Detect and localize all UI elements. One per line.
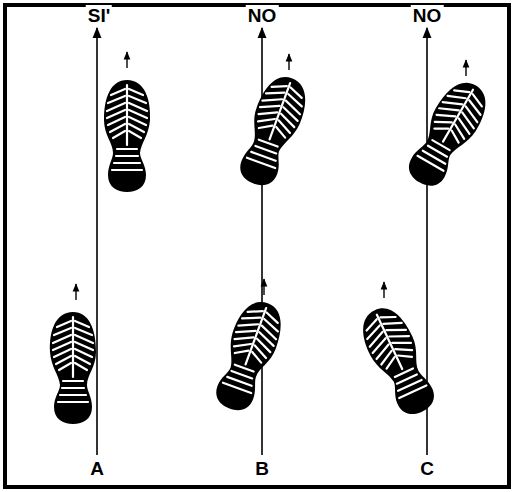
panel-letter: B (253, 458, 271, 480)
panel-letter: A (88, 458, 106, 480)
verdict-label: SI' (86, 5, 112, 27)
verdict-label: NO (246, 5, 279, 27)
verdict-label: NO (411, 5, 444, 27)
panel-letter: C (418, 458, 436, 480)
